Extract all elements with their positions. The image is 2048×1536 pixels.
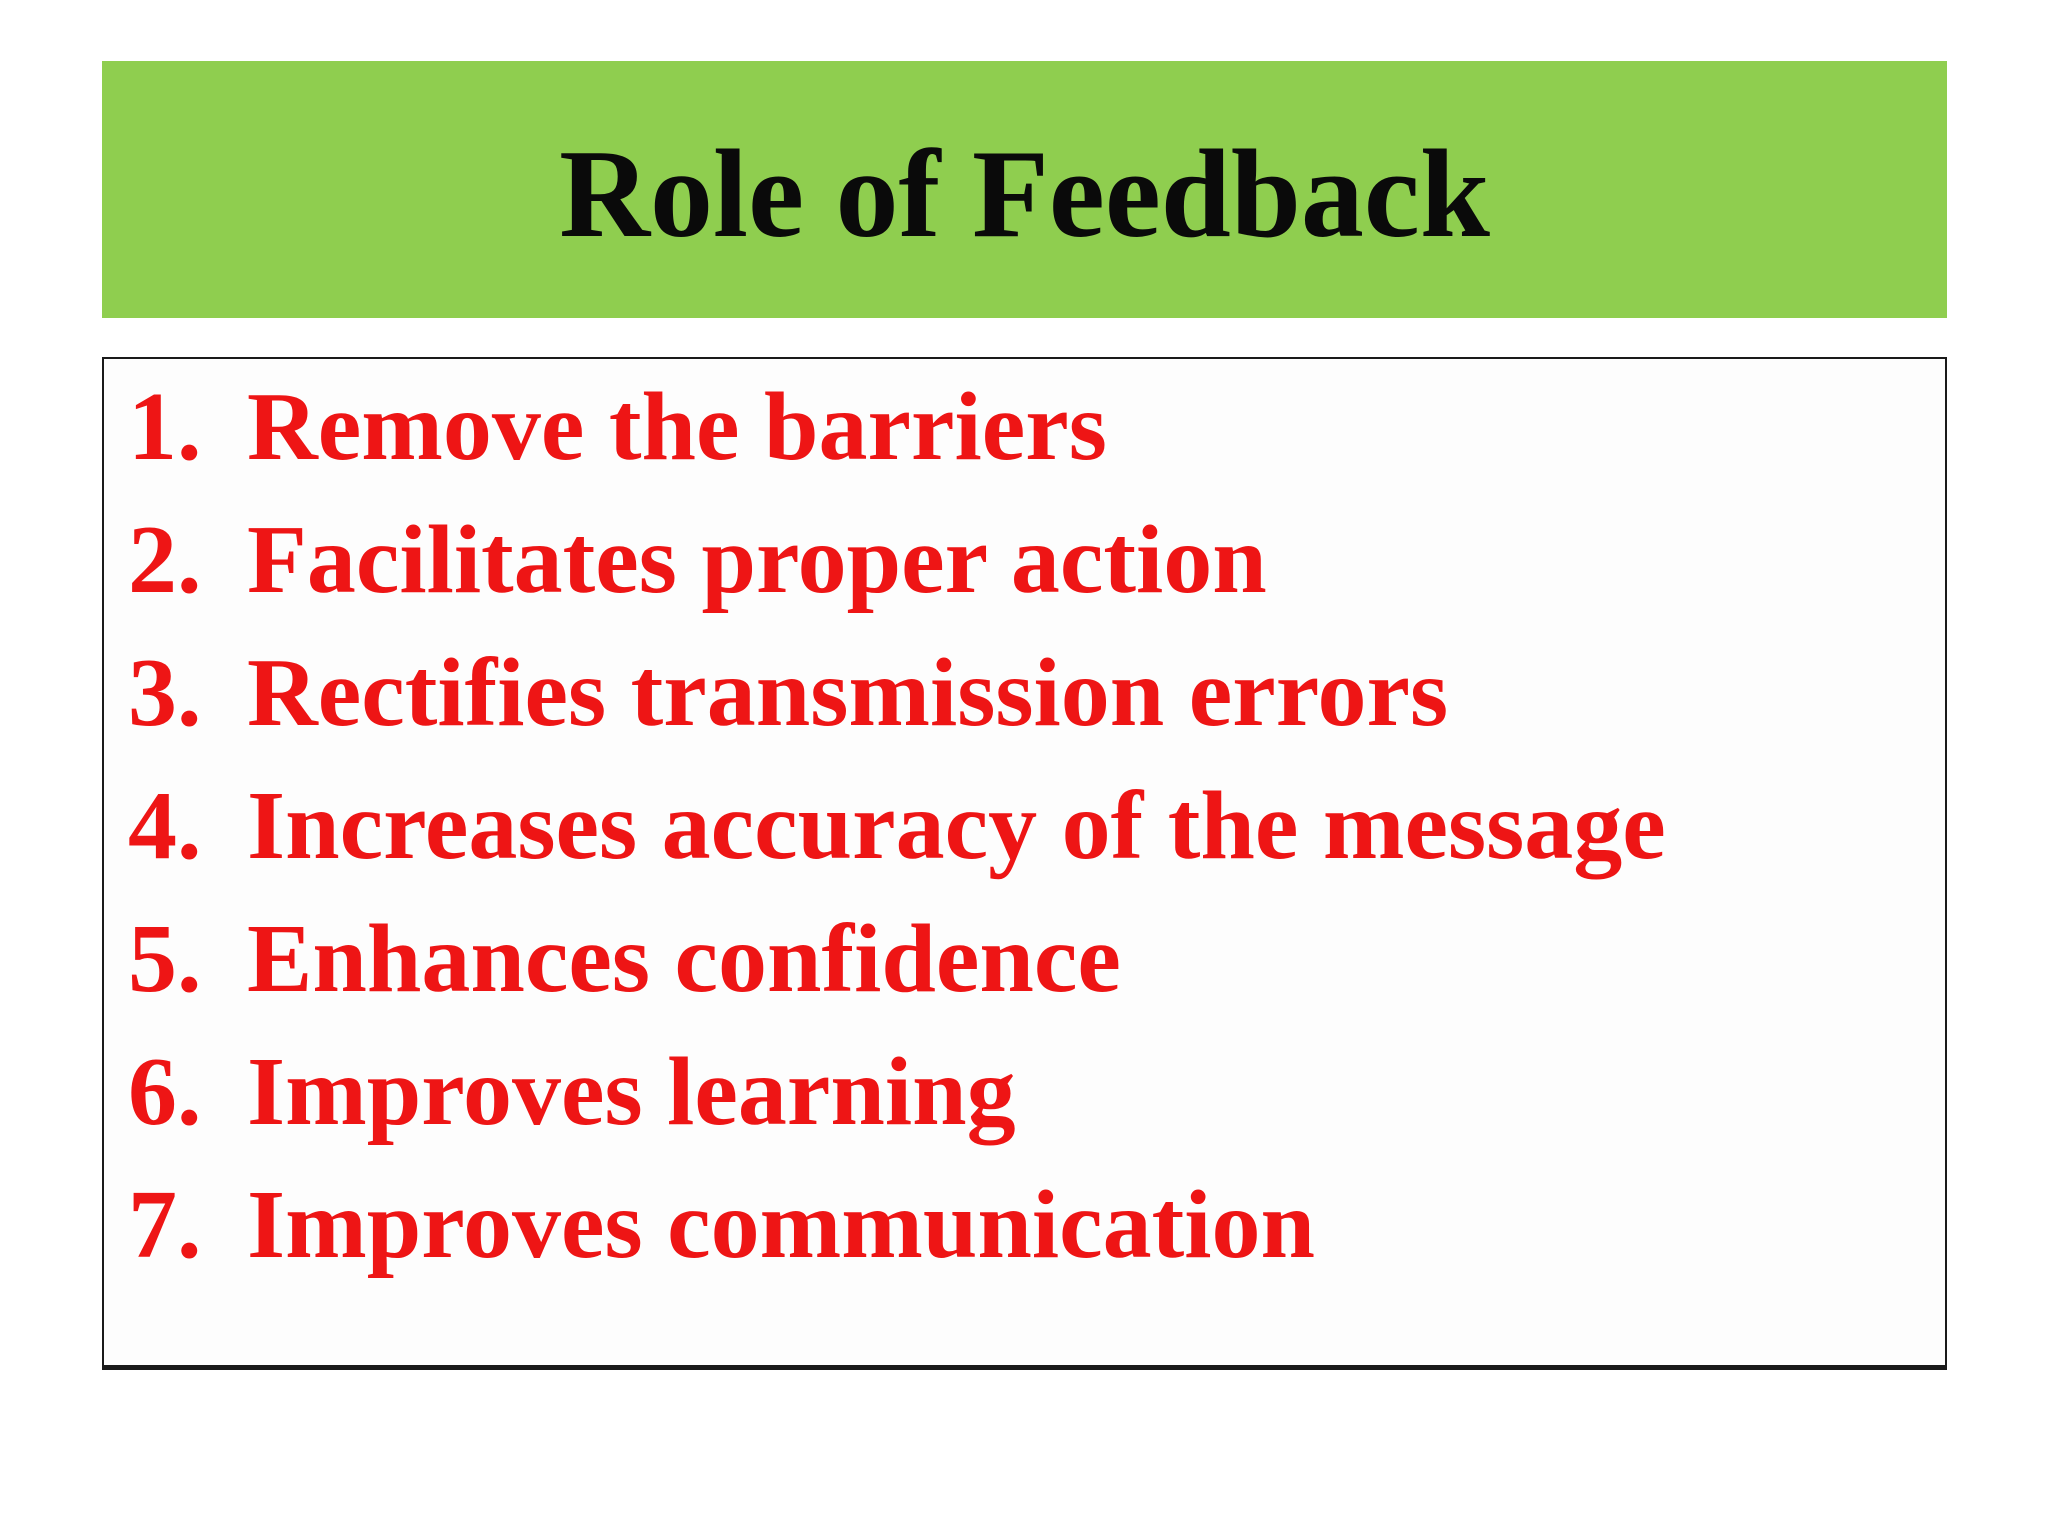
list-item-text: Improves communication — [247, 1171, 1315, 1279]
list-item-text: Facilitates proper action — [247, 506, 1267, 614]
list-item-text: Remove the barriers — [247, 373, 1107, 481]
list-item-number: 7. — [128, 1171, 202, 1279]
list-item-number: 3. — [128, 639, 202, 747]
list-item-text: Increases accuracy of the message — [247, 772, 1666, 880]
list-item-text: Rectifies transmission errors — [247, 639, 1449, 747]
content-box: 1. Remove the barriers 2. Facilitates pr… — [102, 357, 1947, 1370]
list-item-text: Enhances confidence — [247, 905, 1121, 1013]
title-banner: Role of Feedback — [102, 61, 1947, 318]
list-item-number: 6. — [128, 1038, 202, 1146]
list-item: 5. Enhances confidence — [104, 893, 1945, 1026]
list-item-text: Improves learning — [247, 1038, 1016, 1146]
list-item: 1. Remove the barriers — [104, 361, 1945, 494]
list-item-number: 5. — [128, 905, 202, 1013]
list-item: 2. Facilitates proper action — [104, 494, 1945, 627]
page-title: Role of Feedback — [559, 124, 1490, 264]
list-item-number: 2. — [128, 506, 202, 614]
list-item: 3. Rectifies transmission errors — [104, 627, 1945, 760]
list-item: 6. Improves learning — [104, 1026, 1945, 1159]
list-item-number: 1. — [128, 373, 202, 481]
list-item: 7. Improves communication — [104, 1159, 1945, 1292]
feedback-list: 1. Remove the barriers 2. Facilitates pr… — [104, 361, 1945, 1292]
list-item-number: 4. — [128, 772, 202, 880]
list-item: 4. Increases accuracy of the message — [104, 760, 1945, 893]
